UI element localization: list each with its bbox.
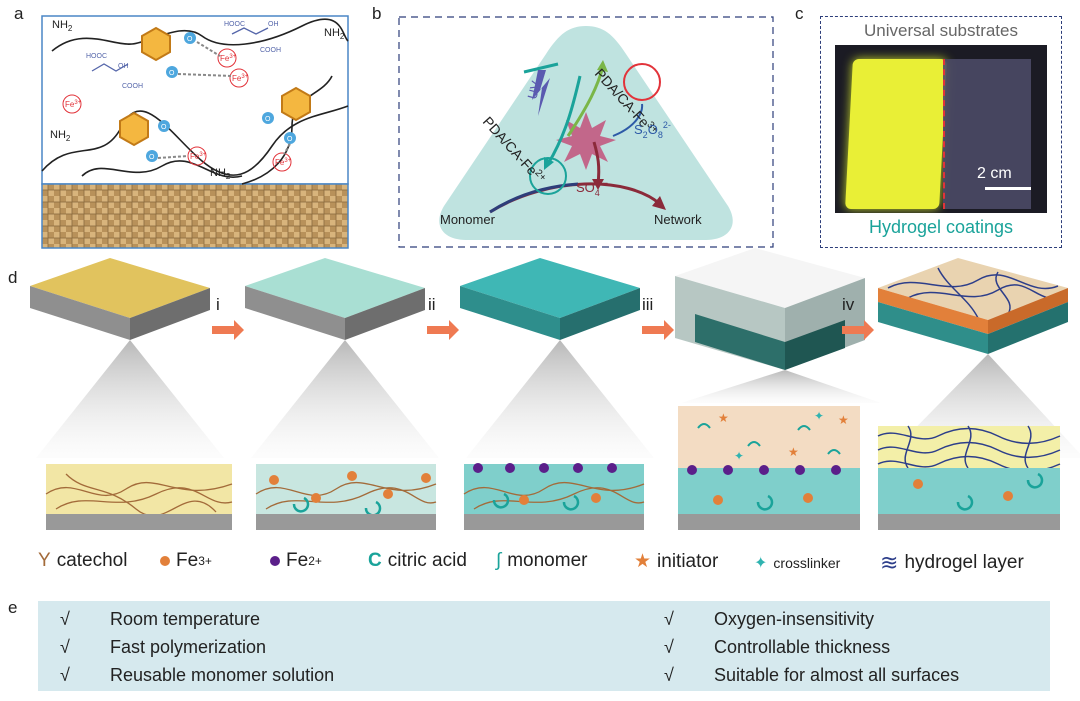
uv-label: UV — [524, 79, 543, 101]
legend-catechol: Y catechol — [38, 550, 128, 571]
check-icon: √ — [664, 637, 674, 657]
cross-section-3 — [463, 463, 645, 530]
block-3-reduced — [460, 258, 654, 458]
sulfate-radical-label: SO4·− — [576, 178, 608, 198]
scale-bar-label: 2 cm — [977, 165, 1012, 182]
cross-section-2 — [255, 464, 437, 530]
svg-text:✦: ✦ — [734, 449, 744, 463]
svg-text:✦: ✦ — [814, 409, 824, 423]
hydrogel-coated-area — [845, 59, 947, 209]
network-label: Network — [654, 212, 702, 227]
monomer-icon: ∫ — [496, 550, 502, 571]
panel-c-top-label: Universal substrates — [863, 21, 1018, 40]
panel-label-b: b — [372, 4, 382, 23]
legend-initiator: ★ initiator — [634, 550, 719, 573]
check-icon: √ — [664, 665, 674, 685]
cross-section-5 — [877, 425, 1061, 530]
check-icon: √ — [60, 637, 70, 657]
fe2-circle — [529, 157, 567, 195]
step-label-iii: iii — [642, 295, 653, 314]
check-icon: √ — [664, 609, 674, 629]
panel-a-nh2-right: NH2 — [324, 27, 345, 41]
panel-a-nh2-mid: NH2 — [210, 167, 231, 181]
panel-b-frame — [398, 16, 774, 248]
citric-acid-icon: C — [368, 550, 382, 571]
check-icon: √ — [60, 665, 70, 685]
panel-a-nh2-left: NH2 — [50, 129, 71, 143]
panel-a-cooh-2: COOH — [260, 47, 281, 54]
panel-c-frame: Universal substrates 2 cm Hydrogel coati… — [820, 16, 1062, 248]
panel-d-process: i ii iii iv — [30, 248, 1080, 530]
panel-c-photo: 2 cm — [835, 45, 1047, 213]
svg-text:★: ★ — [718, 411, 729, 425]
check-icon: √ — [60, 609, 70, 629]
panel-label-e: e — [8, 598, 18, 617]
panel-a-fe3-label-5: Fe3+ — [275, 158, 292, 167]
panel-a-fe3-label-1: Fe3+ — [220, 54, 237, 63]
legend-citric-acid: C citric acid — [368, 550, 467, 571]
block-2-fe-ca — [245, 258, 439, 458]
persulfate-label: S2O82- — [634, 120, 671, 140]
panel-a-o-6: O — [287, 136, 293, 143]
uncoated-substrate — [943, 59, 1031, 209]
panel-label-a: a — [14, 4, 24, 23]
catechol-icon: Y — [38, 550, 51, 571]
panel-a-fe3-label-4: Fe3+ — [190, 152, 207, 161]
cross-section-4: ★ ★ ★ ✦ ✦ — [678, 406, 860, 530]
fe3-circle — [623, 63, 661, 101]
legend-hydrogel-layer: ≋ hydrogel layer — [880, 550, 1024, 575]
block-4-monomer-bath — [675, 248, 881, 403]
svg-text:★: ★ — [838, 413, 849, 427]
panel-a-hooc-1: HOOC — [86, 53, 107, 60]
panel-a-nh2-top: NH2 — [52, 19, 73, 33]
scale-bar — [985, 187, 1031, 190]
panel-a-hooc-2: HOOC — [224, 21, 245, 28]
panel-label-c: c — [795, 4, 804, 23]
panel-label-d: d — [8, 268, 18, 287]
panel-a-schematic: NH2 NH2 NH2 NH2 Fe3+ Fe3+ Fe3+ Fe3+ Fe3+… — [41, 15, 349, 249]
panel-a-o-5: O — [265, 116, 271, 123]
step-label-ii: ii — [428, 295, 436, 314]
fe2-dot-icon — [270, 556, 280, 566]
step-label-iv: iv — [842, 295, 855, 314]
svg-text:★: ★ — [788, 445, 799, 459]
legend-crosslinker: ✦ crosslinker — [754, 555, 841, 572]
panel-a-cooh-1: COOH — [122, 83, 143, 90]
panel-a-fe3-label-2: Fe3+ — [232, 74, 249, 83]
step-label-i: i — [216, 295, 220, 314]
uv-bolt — [532, 70, 550, 116]
benefits-box: √Room temperature √Fast polymerization √… — [38, 601, 1050, 691]
panel-a-o-1: O — [187, 36, 193, 43]
fabric-substrate — [41, 183, 349, 249]
panel-a-o-3: O — [161, 124, 167, 131]
block-1-catechol — [30, 258, 224, 458]
panel-a-oh-2: OH — [268, 21, 279, 28]
boundary-line — [943, 59, 945, 209]
initiator-star-icon: ★ — [634, 551, 652, 572]
panel-a-o-2: O — [169, 70, 175, 77]
radical-burst — [556, 112, 616, 170]
crosslinker-icon: ✦ — [754, 555, 768, 572]
panel-a-oh-1: OH — [118, 63, 129, 70]
panel-c-bottom-label: Hydrogel coatings — [868, 217, 1014, 237]
legend-monomer: ∫ monomer — [496, 550, 588, 571]
panel-a-fe3-label-3: Fe3+ — [65, 100, 82, 109]
panel-b-cycle: PDA/CA-Fe3+ PDA/CA-Fe2+ UV S2O82- SO4·− … — [398, 16, 774, 248]
fe3-dot-icon — [160, 556, 170, 566]
monomer-label: Monomer — [440, 212, 496, 227]
cross-section-1 — [45, 464, 233, 530]
hydrogel-network-icon: ≋ — [880, 550, 899, 575]
panel-a-o-4: O — [149, 154, 155, 161]
